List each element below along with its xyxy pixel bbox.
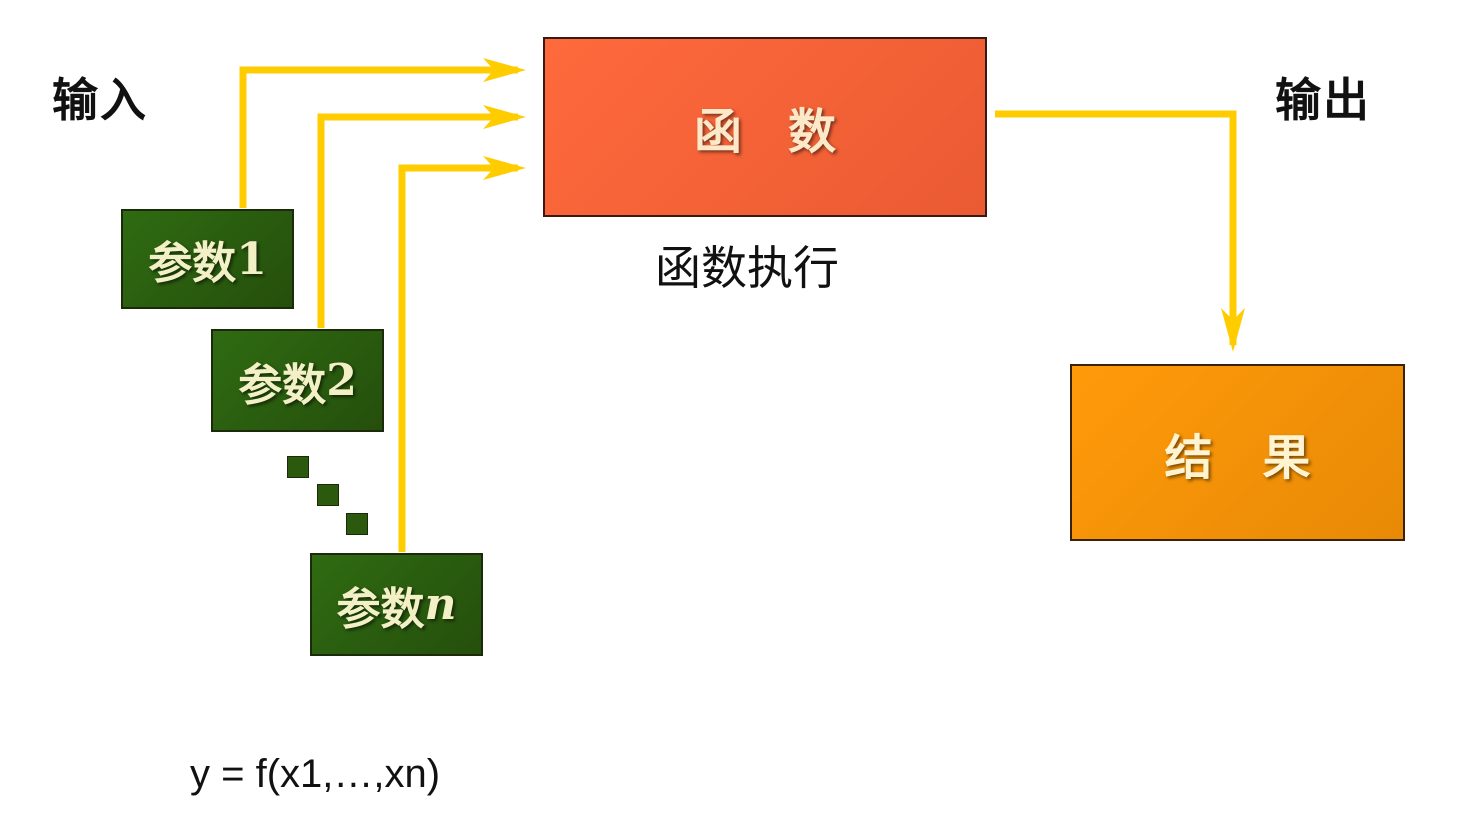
param-1-suffix: 1 xyxy=(236,233,267,285)
arrow-function-to-result xyxy=(995,110,1237,345)
param-1-text: 参数 xyxy=(148,238,237,289)
formula: y = f(x1,…,xn) xyxy=(190,752,441,796)
arrow-param2-to-function xyxy=(317,113,518,328)
function-box: 函数 xyxy=(543,37,987,217)
arrow-param1-to-function xyxy=(239,66,518,208)
arrowhead-param2 xyxy=(483,105,526,129)
param-n-text: 参数 xyxy=(336,583,425,635)
arrowhead-paramn xyxy=(483,156,526,180)
ellipsis-dot-2 xyxy=(317,484,339,506)
result-box: 结果 xyxy=(1070,364,1405,541)
ellipsis-dot-3 xyxy=(346,513,368,535)
arrowhead-result xyxy=(1221,308,1245,352)
param-n-suffix: n xyxy=(424,579,457,630)
function-caption: 函数执行 xyxy=(655,241,839,295)
ellipsis-dot-1 xyxy=(287,456,309,478)
param-2-suffix: 2 xyxy=(326,355,357,406)
output-label: 输出 xyxy=(1275,73,1371,127)
arrow-paramn-to-function xyxy=(398,164,518,552)
param-2-text: 参数 xyxy=(238,359,327,411)
input-label: 输入 xyxy=(52,73,148,127)
arrowhead-param1 xyxy=(483,58,526,82)
